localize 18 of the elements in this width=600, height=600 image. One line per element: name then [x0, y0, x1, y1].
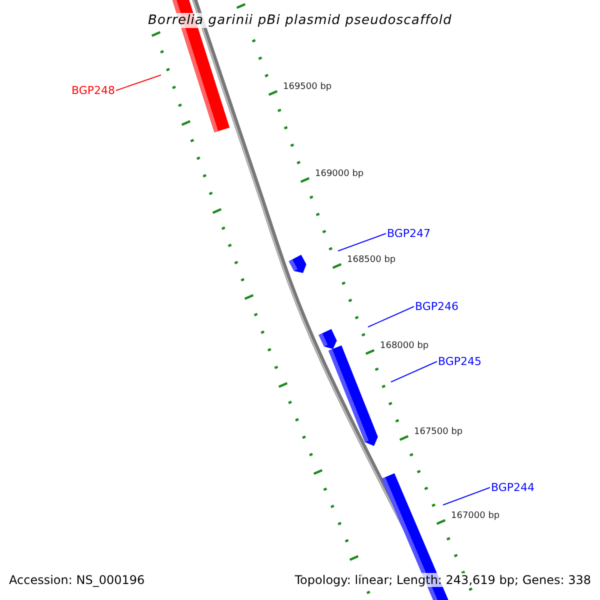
leader-line [338, 233, 386, 252]
leader-line [442, 487, 490, 506]
gene-label: BGP248 [71, 84, 115, 97]
leader-line [390, 361, 438, 382]
scale-label: 168500 bp [347, 255, 396, 266]
gene-label: BGP245 [438, 355, 482, 368]
scale-label: 169000 bp [315, 169, 364, 180]
gene-label: BGP244 [491, 481, 535, 494]
scale-label: 169500 bp [283, 82, 332, 93]
scale-label: 167000 bp [451, 511, 500, 522]
gene-label: BGP247 [387, 227, 431, 240]
leader-line [368, 306, 414, 328]
leader-line [116, 74, 162, 91]
gene-label: BGP246 [415, 300, 459, 313]
scale-label: 167500 bp [414, 427, 463, 438]
footer-text: Topology: linear; Length: 243,619 bp; Genes: 338 [294, 573, 591, 587]
scale-label: 168000 bp [380, 341, 429, 352]
footer-text: Accession: NS_000196 [9, 573, 145, 587]
